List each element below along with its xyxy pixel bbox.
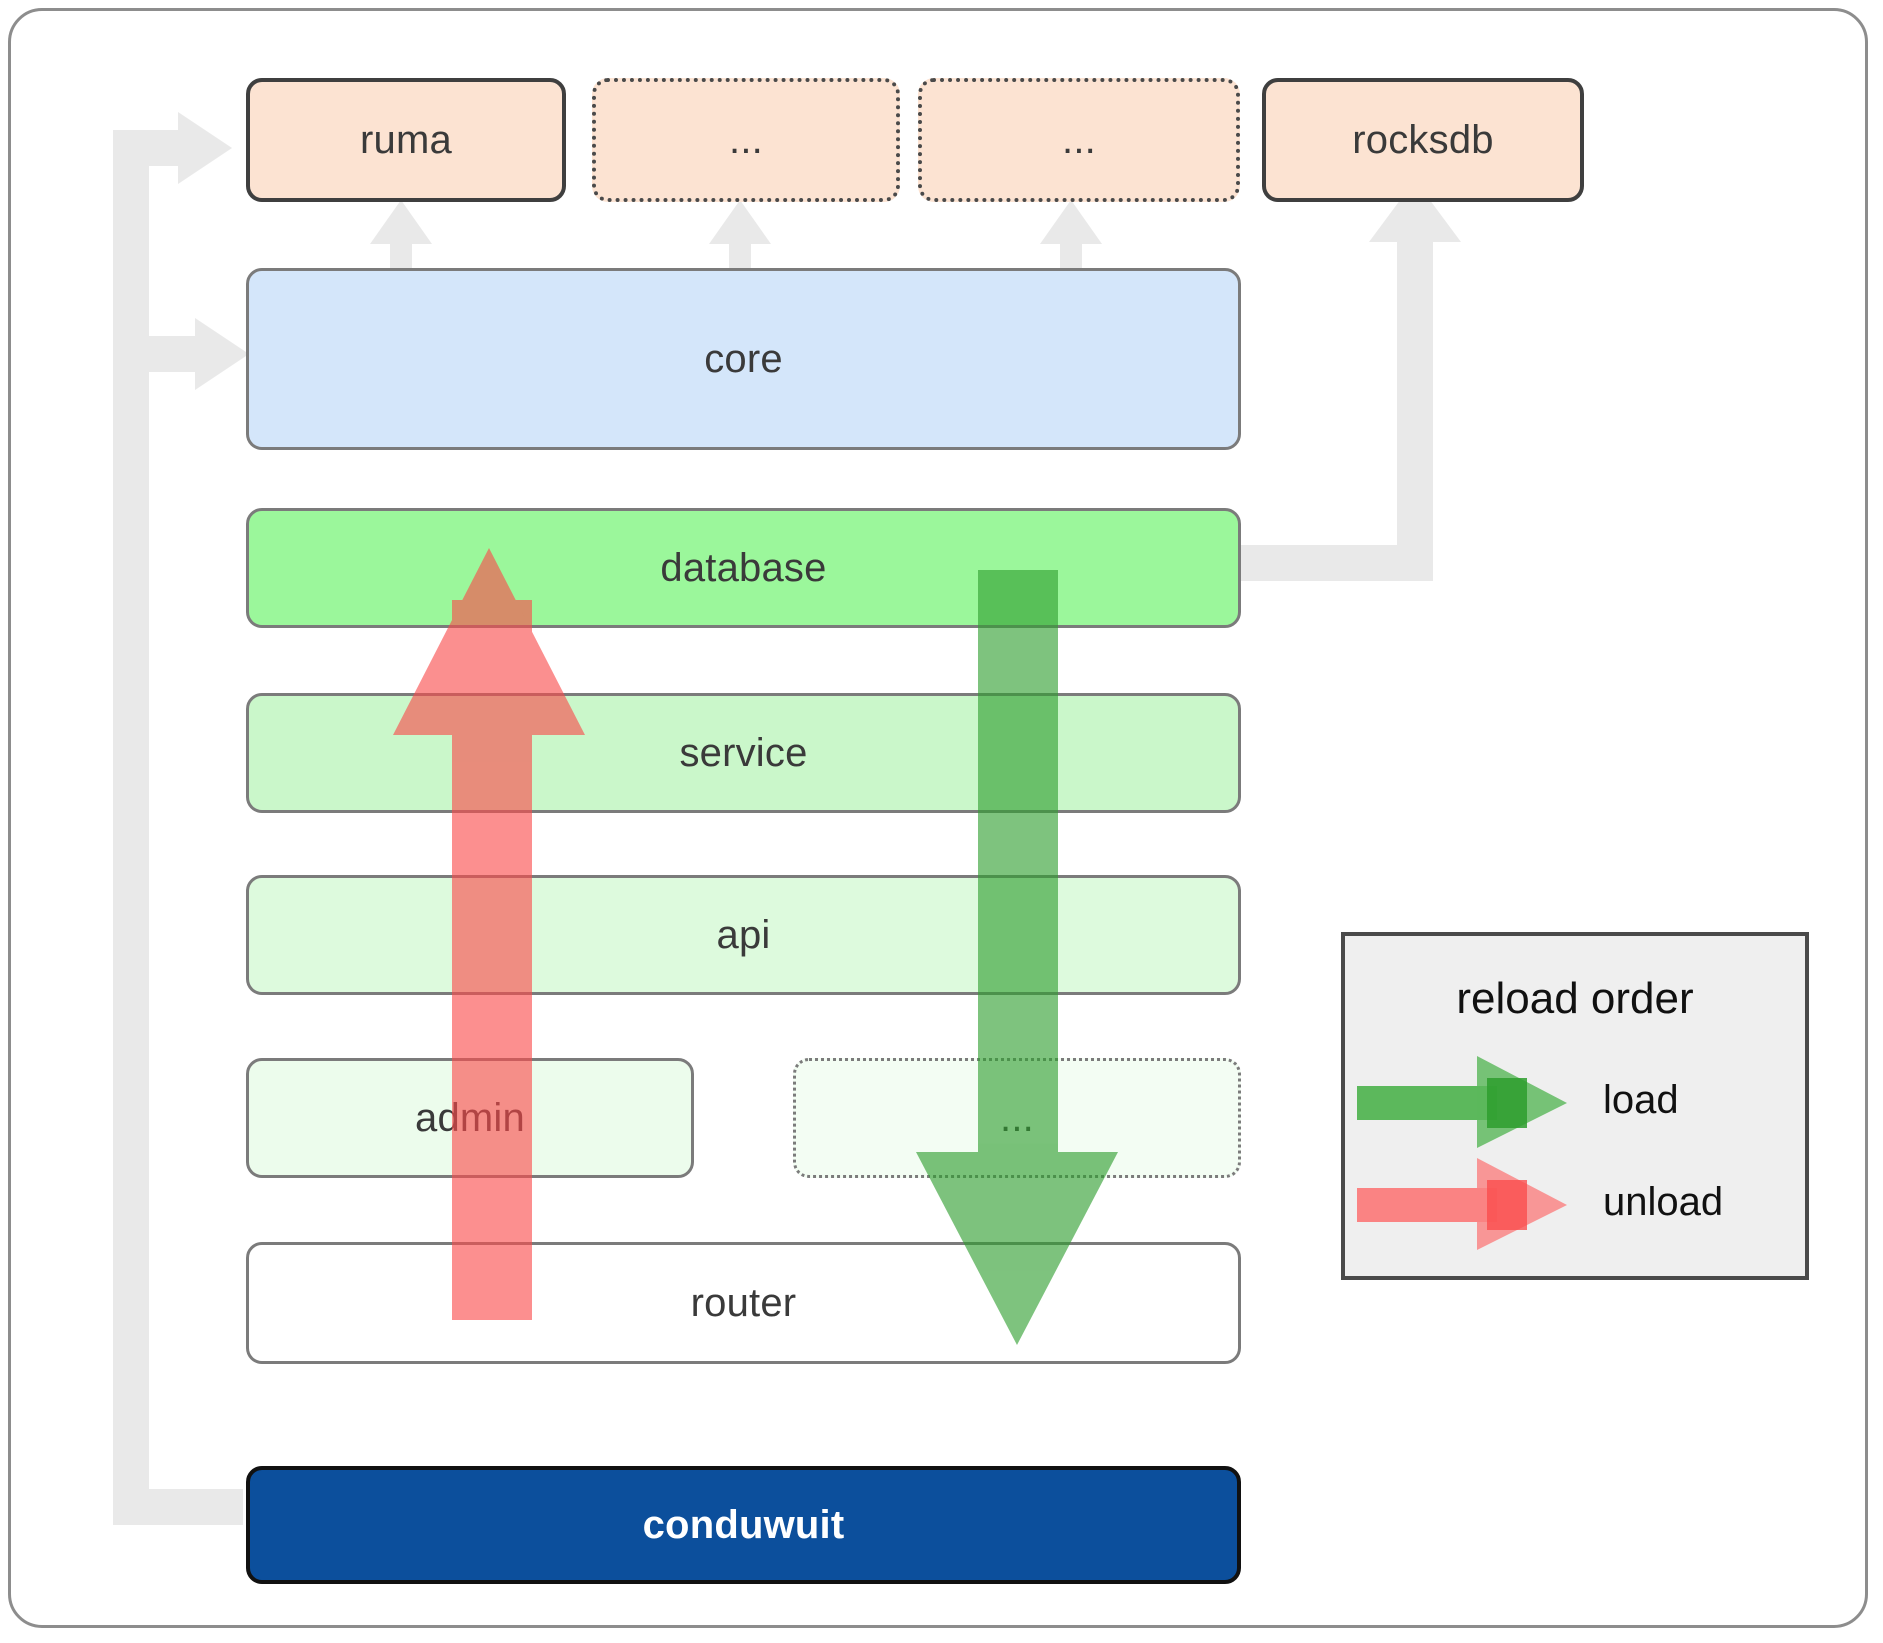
node-ruma[interactable]: ruma xyxy=(246,78,566,202)
node-service-label: service xyxy=(679,730,808,775)
node-admin[interactable]: admin xyxy=(246,1058,694,1178)
node-dots-top-2-label: ... xyxy=(1062,117,1096,162)
node-admin-label: admin xyxy=(415,1095,525,1140)
legend-load-arrow-icon xyxy=(1357,1056,1567,1148)
node-api-label: api xyxy=(716,912,771,957)
node-dots-admin-row[interactable]: ... xyxy=(793,1058,1241,1178)
node-router-label: router xyxy=(690,1280,797,1325)
node-dots-admin-row-label: ... xyxy=(1000,1095,1034,1140)
legend-unload-label: unload xyxy=(1603,1180,1724,1224)
node-service[interactable]: service xyxy=(246,693,1241,813)
node-router[interactable]: router xyxy=(246,1242,1241,1364)
node-conduwuit[interactable]: conduwuit xyxy=(246,1466,1241,1584)
legend-title: reload order xyxy=(1456,974,1694,1023)
node-api[interactable]: api xyxy=(246,875,1241,995)
node-ruma-label: ruma xyxy=(360,117,452,162)
node-dots-top-1[interactable]: ... xyxy=(592,78,900,202)
node-core-label: core xyxy=(704,336,783,381)
node-core[interactable]: core xyxy=(246,268,1241,450)
node-database-label: database xyxy=(660,545,827,590)
legend-unload-arrow-icon xyxy=(1357,1158,1567,1250)
node-conduwuit-label: conduwuit xyxy=(642,1502,845,1547)
node-rocksdb-label: rocksdb xyxy=(1352,117,1494,162)
legend-load-label: load xyxy=(1603,1078,1679,1122)
node-database[interactable]: database xyxy=(246,508,1241,628)
node-rocksdb[interactable]: rocksdb xyxy=(1262,78,1584,202)
node-dots-top-1-label: ... xyxy=(729,117,763,162)
legend-reload-order: reload order load unload xyxy=(1341,932,1809,1280)
node-dots-top-2[interactable]: ... xyxy=(918,78,1240,202)
diagram-outer-frame xyxy=(8,8,1868,1628)
